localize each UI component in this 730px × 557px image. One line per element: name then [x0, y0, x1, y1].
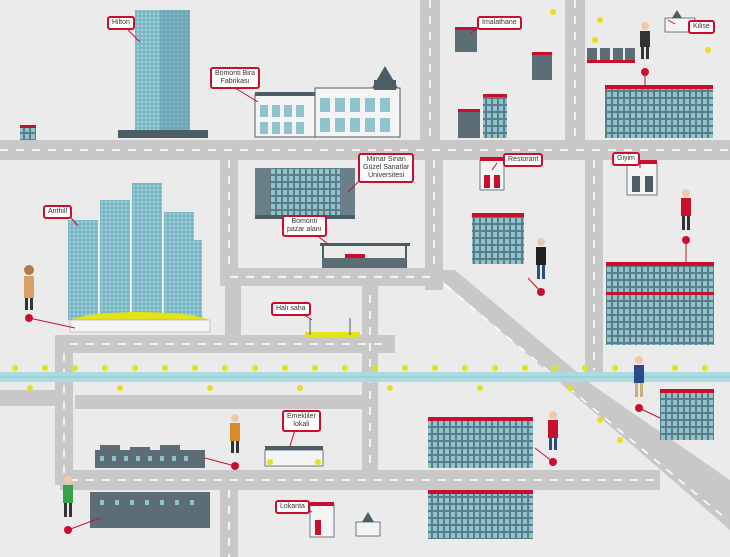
anthill-towers — [68, 183, 211, 333]
road-pazar-vertical — [425, 150, 443, 290]
kilise-houses — [587, 48, 635, 63]
imalathane-buildings — [455, 27, 552, 138]
apartment-right-mid — [606, 262, 714, 345]
label-emekliler[interactable]: Emekliler lokali — [282, 410, 321, 432]
road-north-vertical — [420, 0, 440, 150]
houses-lower-left-windows — [100, 456, 194, 505]
giyim-building — [626, 160, 658, 196]
road-left-stub — [0, 390, 70, 406]
person-man-checked — [548, 411, 558, 466]
apartment-top-right — [605, 85, 713, 138]
houses-lower-left — [90, 445, 210, 528]
label-giyim[interactable]: Giyim — [612, 152, 640, 166]
road-diagonal-2 — [560, 380, 730, 500]
lokanta-building — [309, 502, 335, 538]
apartment-bottom — [428, 490, 533, 539]
hali-saha-field — [305, 318, 360, 338]
apartment-lower-right — [660, 389, 714, 440]
pazar-stalls — [320, 243, 410, 268]
road-lower-mid — [75, 395, 375, 409]
msgsu-building — [255, 168, 355, 219]
label-hilton[interactable]: Hilton — [107, 16, 135, 30]
road-right-vertical-north — [565, 0, 585, 150]
label-msgsu[interactable]: Mimar Sinan Güzel Sanatlar Üniversitesi — [358, 153, 415, 183]
road-right-vertical-mid — [585, 150, 603, 380]
road-hali-vertical2 — [225, 285, 241, 345]
restorant-building — [479, 157, 505, 191]
road-diagonal — [430, 270, 730, 530]
hilton-building — [118, 10, 208, 138]
emekliler-building — [264, 446, 324, 467]
small-chapel-bottom — [355, 512, 381, 537]
person-man-red — [681, 189, 691, 244]
person-man-canal — [634, 356, 644, 412]
person-man-dark — [536, 238, 546, 296]
trees-top — [550, 9, 711, 53]
road-bottom-vertical — [220, 480, 238, 557]
label-hali-saha[interactable]: Halı saha — [271, 302, 311, 316]
kilise-building — [664, 10, 696, 33]
label-bomonti-pazar[interactable]: Bomonti pazar alanı — [282, 215, 327, 237]
small-building-top-left — [20, 125, 36, 140]
label-imalathane[interactable]: İmalathane — [477, 16, 522, 30]
label-restorant[interactable]: Restorant — [503, 153, 544, 167]
road-hali-vertical — [362, 285, 378, 485]
label-lokanta[interactable]: Lokanta — [275, 500, 310, 514]
person-woman-anthill — [24, 265, 34, 322]
bomonti-bira-building — [254, 66, 401, 138]
person-man-emekliler — [230, 414, 240, 470]
road-top-horizontal — [0, 140, 730, 160]
person-woman-kilise — [640, 22, 650, 76]
canal-trees — [12, 365, 708, 443]
label-bomonti-bira[interactable]: Bomonti Bira Fabrikası — [210, 67, 261, 89]
apartment-lower-center — [428, 417, 533, 468]
label-kilise[interactable]: Kilise — [688, 20, 715, 34]
label-anthill[interactable]: Anthill — [43, 205, 73, 219]
building-mid-1 — [472, 213, 524, 264]
